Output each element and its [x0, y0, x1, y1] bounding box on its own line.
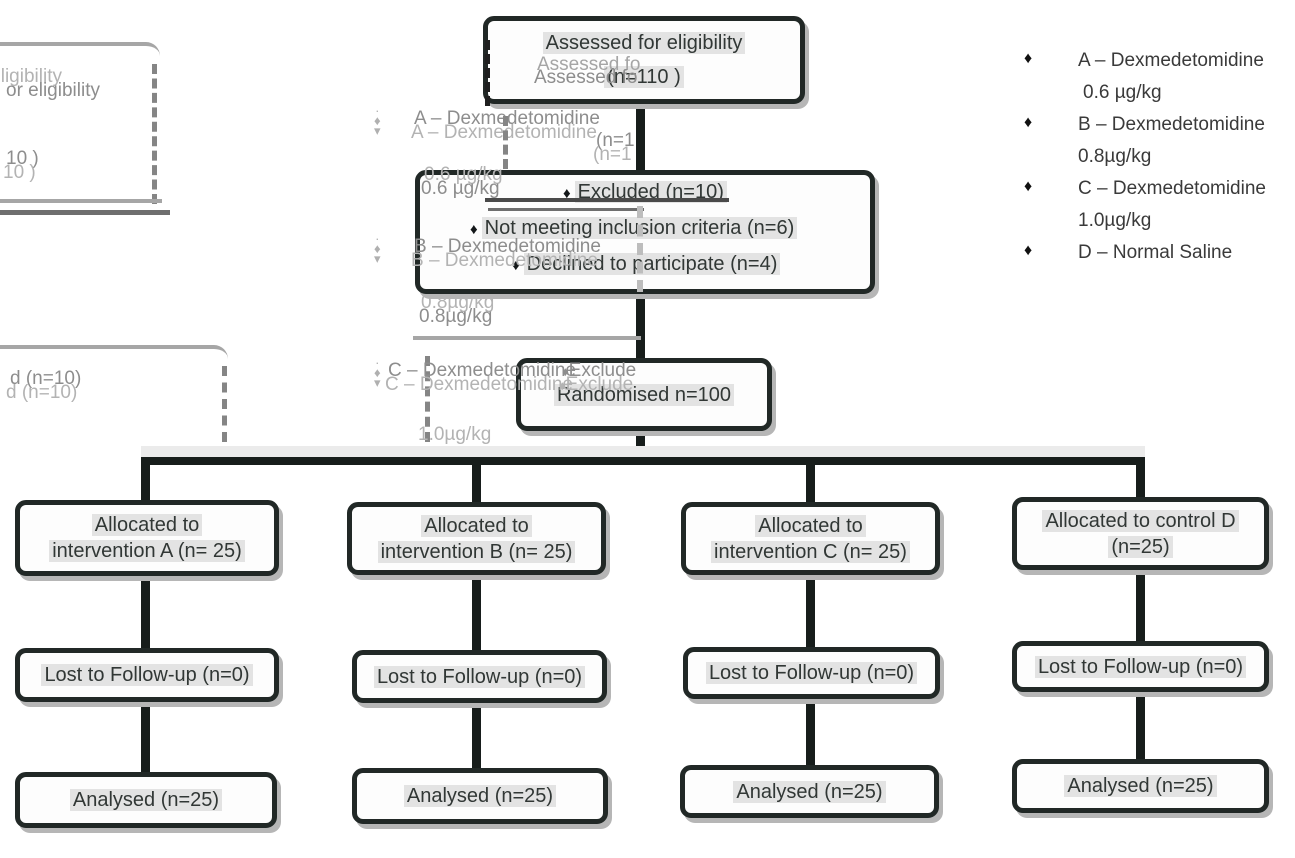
- connector-randomised-split: [636, 428, 645, 460]
- lost-box-d: Lost to Follow-up (n=0): [1012, 641, 1269, 692]
- lost-box-a: Lost to Follow-up (n=0): [15, 648, 279, 702]
- ghost-dashed-edge-assessed: [485, 40, 490, 106]
- connector-allocated-lost-c: [806, 573, 815, 651]
- ghost-n-echo-faint: (n=1: [593, 144, 632, 165]
- ghost-box-mid-left-dashed-edge: [222, 366, 227, 442]
- legend-item-c-line1: C – Dexmedetomidine: [1078, 178, 1266, 199]
- excluded-item-1: ♦Excluded (n=10): [563, 181, 727, 204]
- ghost-legend-c1-faint: C – Dexmedetomidine: [385, 374, 573, 395]
- assessed-box: Assessed for eligibility (n=110 ): [483, 16, 805, 104]
- legend-item-b-line1: B – Dexmedetomidine: [1078, 114, 1265, 135]
- allocated-box-d: Allocated to control D (n=25): [1012, 497, 1269, 570]
- split-line: [141, 457, 1145, 465]
- excluded-item-3: ♦Declined to participate (n=4): [512, 253, 781, 276]
- ghost-legend-b2-faint: 0.8µg/kg: [421, 292, 495, 313]
- connector-lost-analysed-d: [1136, 690, 1145, 762]
- ghost-box-top-left-bottom-line: [0, 199, 162, 203]
- ghost-line-mid: [413, 336, 641, 340]
- ghost-dashed-edge-legend-c: [425, 356, 430, 442]
- diamond-bullet-icon: ♦: [1024, 178, 1033, 195]
- connector-lost-analysed-c: [806, 697, 815, 769]
- ghost-box-top-left-border: [0, 42, 160, 68]
- ghost-legend-b2: 0.8µg/kg: [419, 306, 493, 327]
- diamond-bullet-icon: ♦: [1024, 50, 1033, 67]
- diamond-bullet-icon: ♦: [563, 185, 571, 202]
- ghost-bullet-a: ·♦▾: [374, 103, 381, 138]
- legend-item-a-line2: 0.6 µg/kg: [1083, 82, 1162, 103]
- ghost-legend-c2: 1.0µg/kg: [418, 424, 492, 445]
- ghost-n-echo: (n=1: [596, 130, 635, 151]
- connector-allocated-lost-b: [472, 573, 481, 653]
- diamond-bullet-icon: ♦: [1024, 114, 1033, 131]
- connector-assessed-excluded: [636, 101, 645, 173]
- connector-lost-analysed-a: [141, 700, 150, 776]
- lost-box-b: Lost to Follow-up (n=0): [352, 650, 607, 703]
- ghost-underline-excluded-2: [488, 208, 644, 211]
- ghost-text-excluded-left-faint: d (n=10): [6, 382, 78, 403]
- legend-item-a-line1: A – Dexmedetomidine: [1078, 50, 1264, 71]
- allocated-box-c: Allocated to intervention C (n= 25): [681, 502, 940, 575]
- ghost-legend-b1-faint: B – Dexmedetomidine: [411, 250, 598, 271]
- diamond-bullet-icon: ♦: [470, 221, 478, 238]
- analysed-box-a: Analysed (n=25): [15, 772, 277, 828]
- ghost-bullet-b: ·♦▾: [374, 231, 381, 266]
- ghost-legend-b1: B – Dexmedetomidine: [414, 236, 601, 257]
- connector-split-allocated-b: [472, 460, 481, 506]
- ghost-text-n110: 10 ): [6, 148, 39, 169]
- ghost-box-top-left-dashed-edge: [152, 64, 157, 204]
- ghost-legend-c1: C – Dexmedetomidine: [388, 360, 576, 381]
- connector-excluded-randomised: [636, 291, 645, 361]
- assessed-label: Assessed for eligibility: [542, 30, 746, 56]
- connector-split-allocated-a: [141, 460, 150, 504]
- excluded-box: [415, 170, 875, 294]
- legend-item-c-line2: 1.0µg/kg: [1078, 210, 1152, 231]
- ghost-text-eligibility-faint: or eligibility: [0, 66, 62, 87]
- connector-split-allocated-d: [1136, 460, 1145, 502]
- diamond-bullet-icon: ♦: [512, 257, 520, 274]
- connector-lost-analysed-b: [472, 701, 481, 771]
- analysed-box-d: Analysed (n=25): [1012, 759, 1269, 813]
- ghost-box-top-left-bottom-line2: [0, 210, 170, 215]
- ghost-assessed-echo2: Assessed fo: [534, 67, 638, 88]
- ghost-box-mid-left-border: [0, 345, 228, 369]
- connector-allocated-lost-d: [1136, 568, 1145, 644]
- ghost-assessed-echo: Assessed fo: [537, 54, 641, 75]
- randomised-box: Randomised n=100: [516, 358, 772, 431]
- ghost-line-through-excluded: [637, 206, 643, 292]
- allocated-box-b: Allocated to intervention B (n= 25): [347, 502, 606, 575]
- ghost-underline-excluded-1: [485, 198, 729, 202]
- ghost-legend-a2-faint: 0.6 µg/kg: [424, 164, 503, 185]
- allocated-box-a: Allocated to intervention A (n= 25): [15, 500, 279, 576]
- analysed-box-b: Analysed (n=25): [352, 768, 608, 824]
- ghost-text-eligibility: or eligibility: [6, 80, 100, 101]
- randomised-label: Randomised n=100: [553, 382, 734, 408]
- diamond-bullet-icon: ♦: [1024, 242, 1033, 259]
- connector-allocated-lost-a: [141, 574, 150, 652]
- ghost-legend-a2: 0.6 µg/kg: [421, 178, 500, 199]
- ghost-text-excluded-left: d (n=10): [10, 368, 82, 389]
- legend-item-b-line2: 0.8µg/kg: [1078, 146, 1152, 167]
- analysed-box-c: Analysed (n=25): [680, 765, 939, 818]
- connector-split-allocated-c: [806, 460, 815, 506]
- legend-item-d-line1: D – Normal Saline: [1078, 242, 1233, 263]
- lost-box-c: Lost to Follow-up (n=0): [683, 647, 940, 699]
- ghost-dashed-edge-legend-a: [503, 116, 508, 212]
- split-line-shadow: [141, 446, 1145, 457]
- ghost-text-n110-faint: 10 ): [3, 162, 36, 183]
- assessed-n: (n=110 ): [604, 64, 684, 90]
- ghost-bullet-c: ·♦▾: [374, 355, 381, 390]
- ghost-exclude-echo: ♦Exclude: [562, 360, 637, 381]
- ghost-exclude-echo-faint: ♦Exclude: [559, 374, 634, 395]
